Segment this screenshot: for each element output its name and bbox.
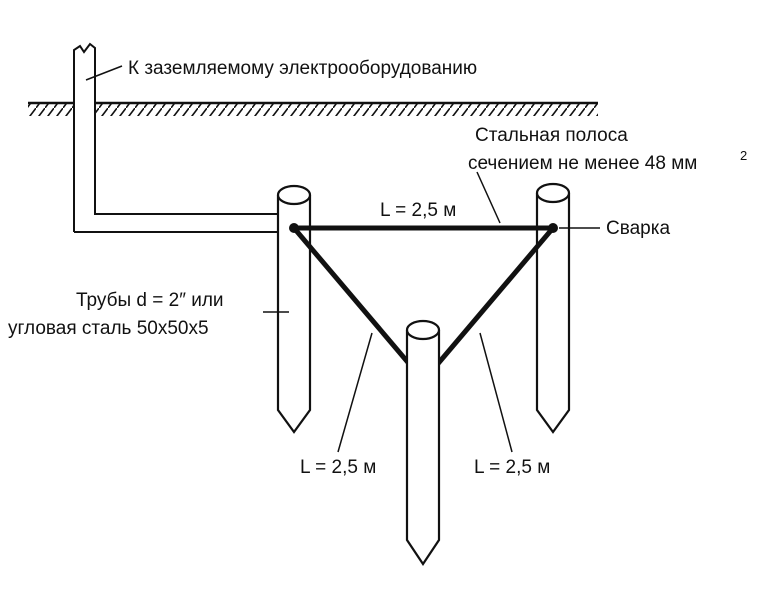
ground-surface [28,101,598,116]
weld-label: Сварка [606,218,670,239]
lead-conductor [73,42,280,233]
steel-strips [292,225,555,368]
strip-label-line1: Стальная полоса [475,125,628,146]
strip-label-superscript: 2 [740,148,747,163]
equipment-label: К заземляемому электрооборудованию [128,58,477,79]
leader-lines [85,65,600,453]
weld-point-right [548,223,558,233]
length-label-left: L = 2,5 м [300,457,376,478]
length-label-right: L = 2,5 м [474,457,550,478]
electrode-right [535,182,571,434]
strip-label-line2: сечением не менее 48 мм [468,153,697,174]
length-label-top: L = 2,5 м [380,200,456,221]
electrode-center [405,319,441,566]
weld-point-left [289,223,299,233]
electrode-left [276,184,312,434]
pipes-label-line1: Трубы d = 2″ или [76,290,224,311]
pipes-label-line2: угловая сталь 50x50x5 [8,318,209,339]
